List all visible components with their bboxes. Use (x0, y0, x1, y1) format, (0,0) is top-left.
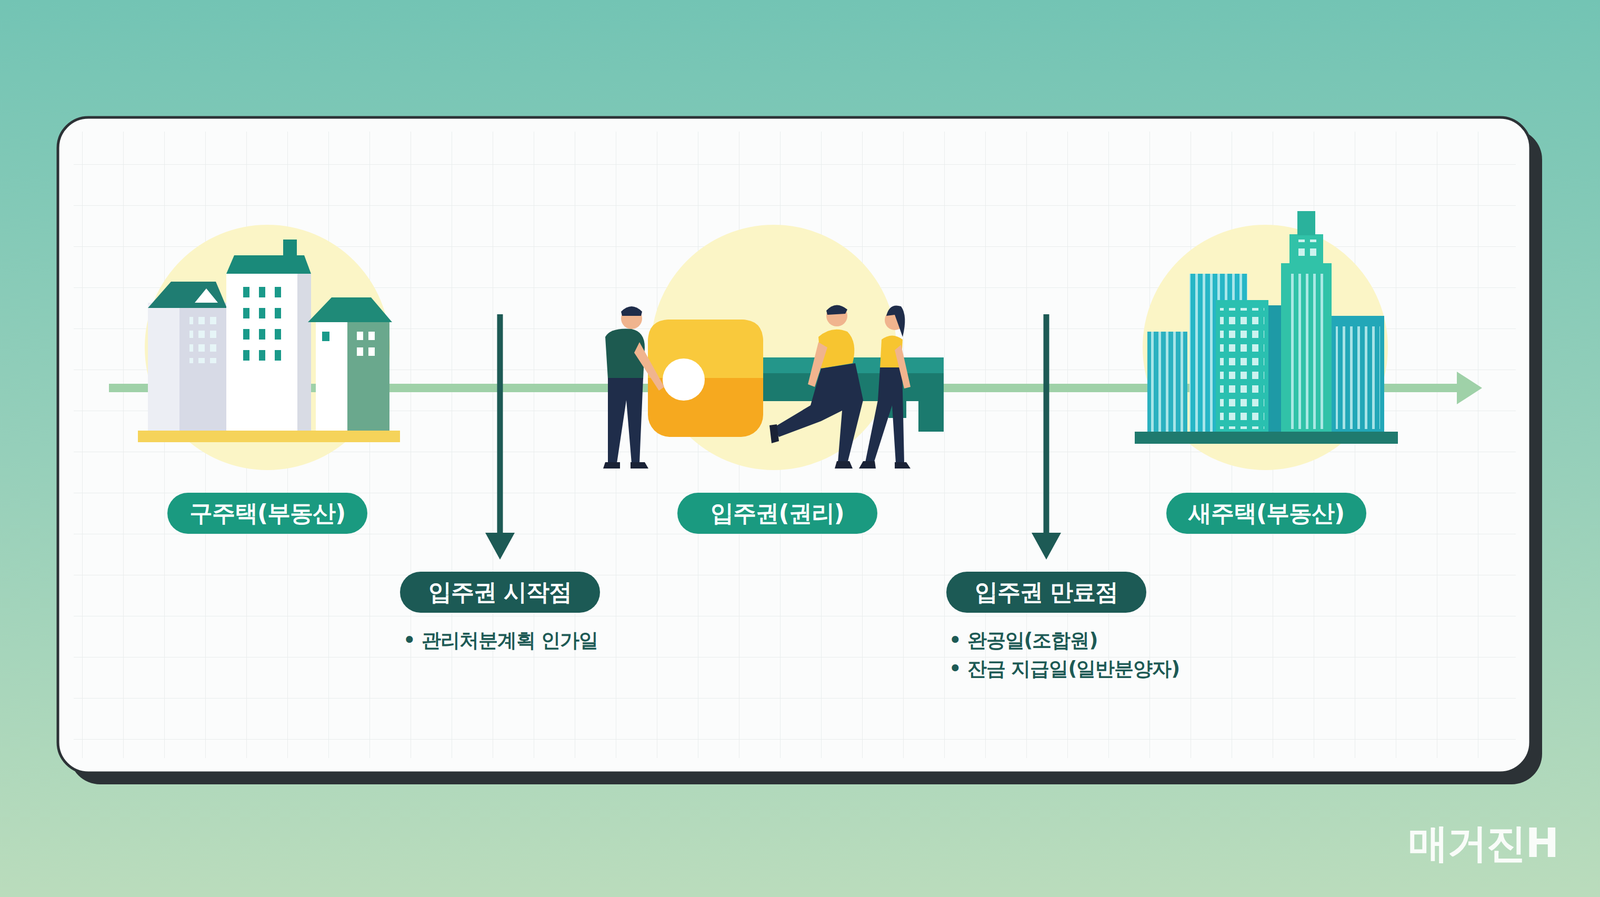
card-grid (73, 131, 1516, 758)
bullet-note: • 완공일(조합원) (948, 627, 1098, 654)
milestone-arrow (1031, 314, 1062, 560)
milestone-arrow (485, 314, 515, 560)
watermark: 매거진H (1408, 816, 1558, 872)
pill-text: 새주택(부동산) (1188, 497, 1345, 529)
category-pill: 새주택(부동산) (1166, 492, 1367, 534)
pill-text: 입주권 시작점 (428, 576, 572, 608)
card (57, 117, 1531, 773)
category-pill: 구주택(부동산) (167, 492, 368, 534)
new-city (1134, 211, 1398, 444)
old-houses (137, 239, 400, 443)
milestone-pill: 입주권 만료점 (946, 571, 1147, 613)
milestone-pill: 입주권 시작점 (400, 571, 600, 613)
bullet-note: • 잔금 지급일(일반분양자) (948, 655, 1180, 683)
category-pill: 입주권(권리) (677, 492, 878, 534)
pill-text: 입주권 만료점 (974, 576, 1118, 608)
pill-text: 입주권(권리) (710, 497, 844, 529)
timeline-head (1456, 371, 1483, 405)
pill-text: 구주택(부동산) (189, 497, 346, 529)
bullet-note: • 관리처분계획 인가일 (403, 627, 598, 654)
people (603, 304, 911, 469)
card-shadow (69, 128, 1543, 785)
